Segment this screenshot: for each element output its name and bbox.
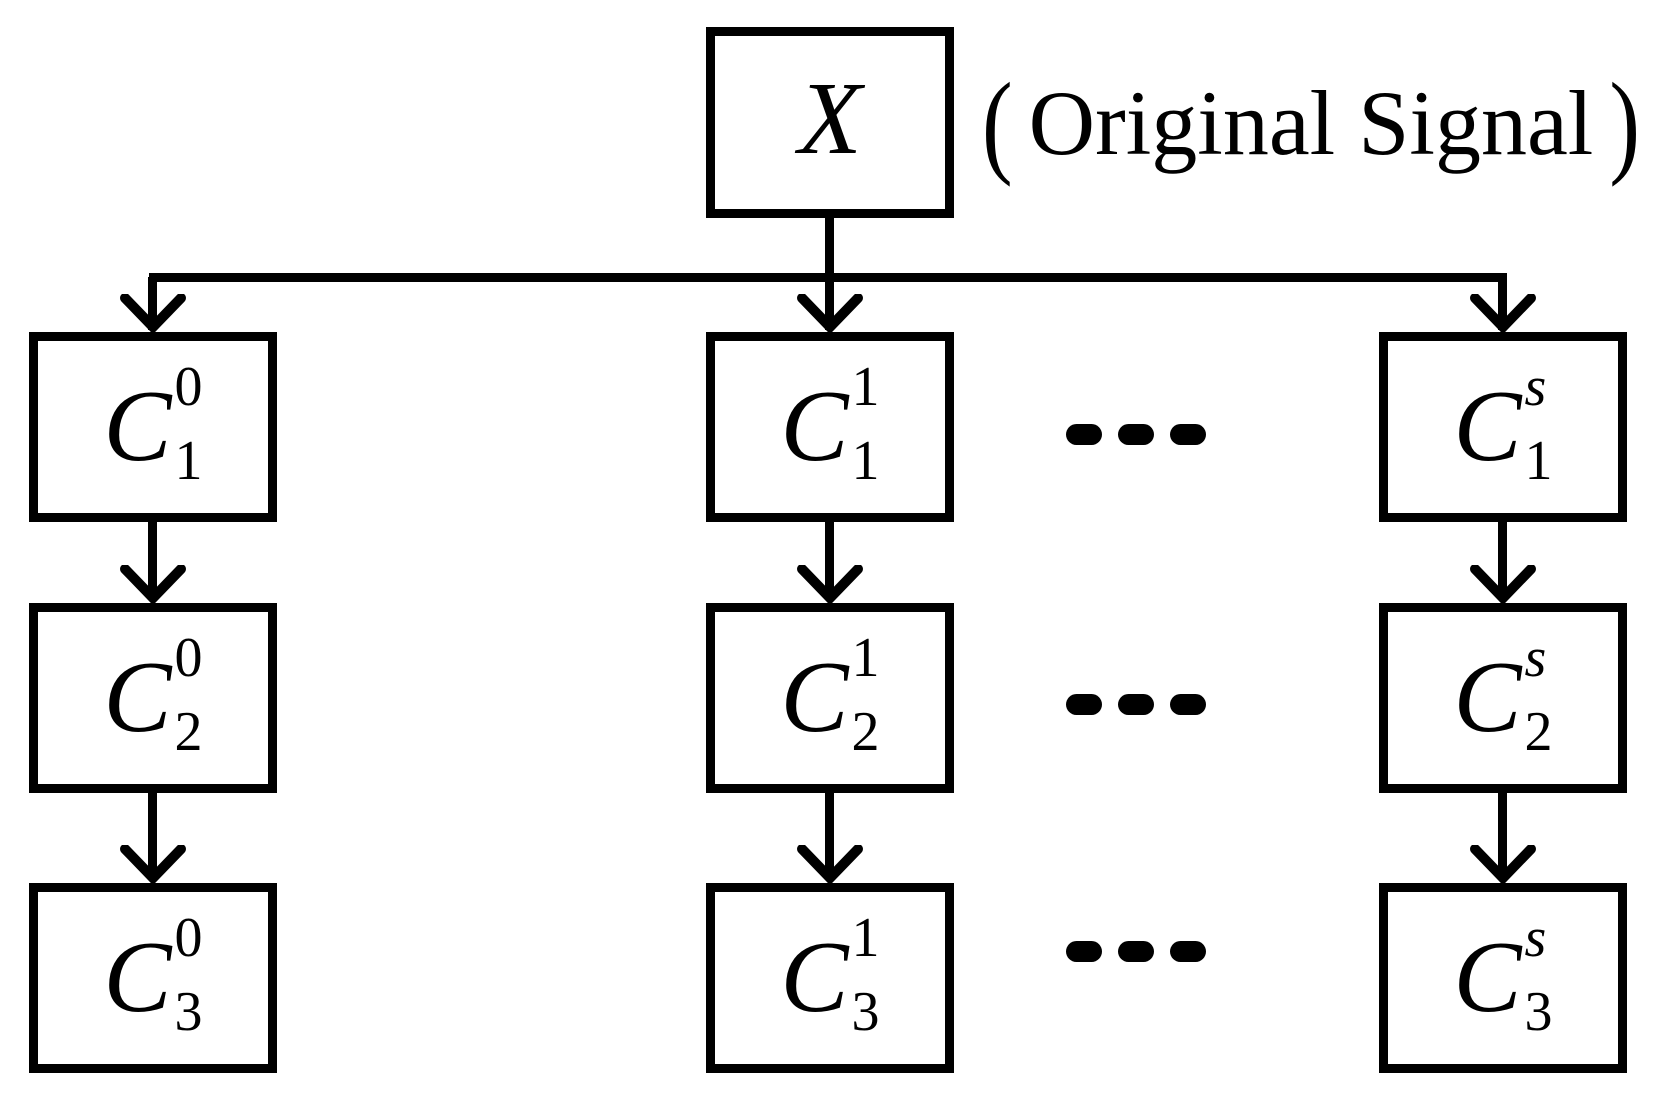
original-signal-label: ( Original Signal ): [982, 27, 1640, 218]
arrow-down-icon: [120, 294, 186, 332]
close-paren: ): [1609, 58, 1640, 187]
arrow-down-icon: [120, 565, 186, 603]
connector-branch-left: [148, 277, 157, 330]
ellipsis-icon: [1066, 694, 1206, 715]
connector-vertical: [825, 522, 834, 598]
arrow-down-icon: [797, 294, 863, 332]
arrow-down-icon: [1470, 845, 1536, 883]
connector-vertical: [148, 793, 157, 878]
connector-branch-horizontal: [149, 273, 1507, 282]
connector-vertical: [1498, 522, 1507, 598]
open-paren: (: [982, 58, 1013, 187]
connector-vertical: [148, 522, 157, 598]
ellipsis-icon: [1066, 424, 1206, 445]
arrow-down-icon: [1470, 294, 1536, 332]
connector-vertical: [1498, 793, 1507, 878]
annotation-text: Original Signal: [1028, 71, 1594, 174]
arrow-down-icon: [120, 845, 186, 883]
node-x-label: X: [798, 60, 862, 176]
arrow-down-icon: [797, 845, 863, 883]
arrow-down-icon: [1470, 565, 1536, 603]
arrow-down-icon: [797, 565, 863, 603]
ellipsis-icon: [1066, 941, 1206, 962]
connector-vertical: [825, 793, 834, 878]
connector-branch-right: [1498, 277, 1507, 330]
node-x: X: [706, 27, 954, 218]
